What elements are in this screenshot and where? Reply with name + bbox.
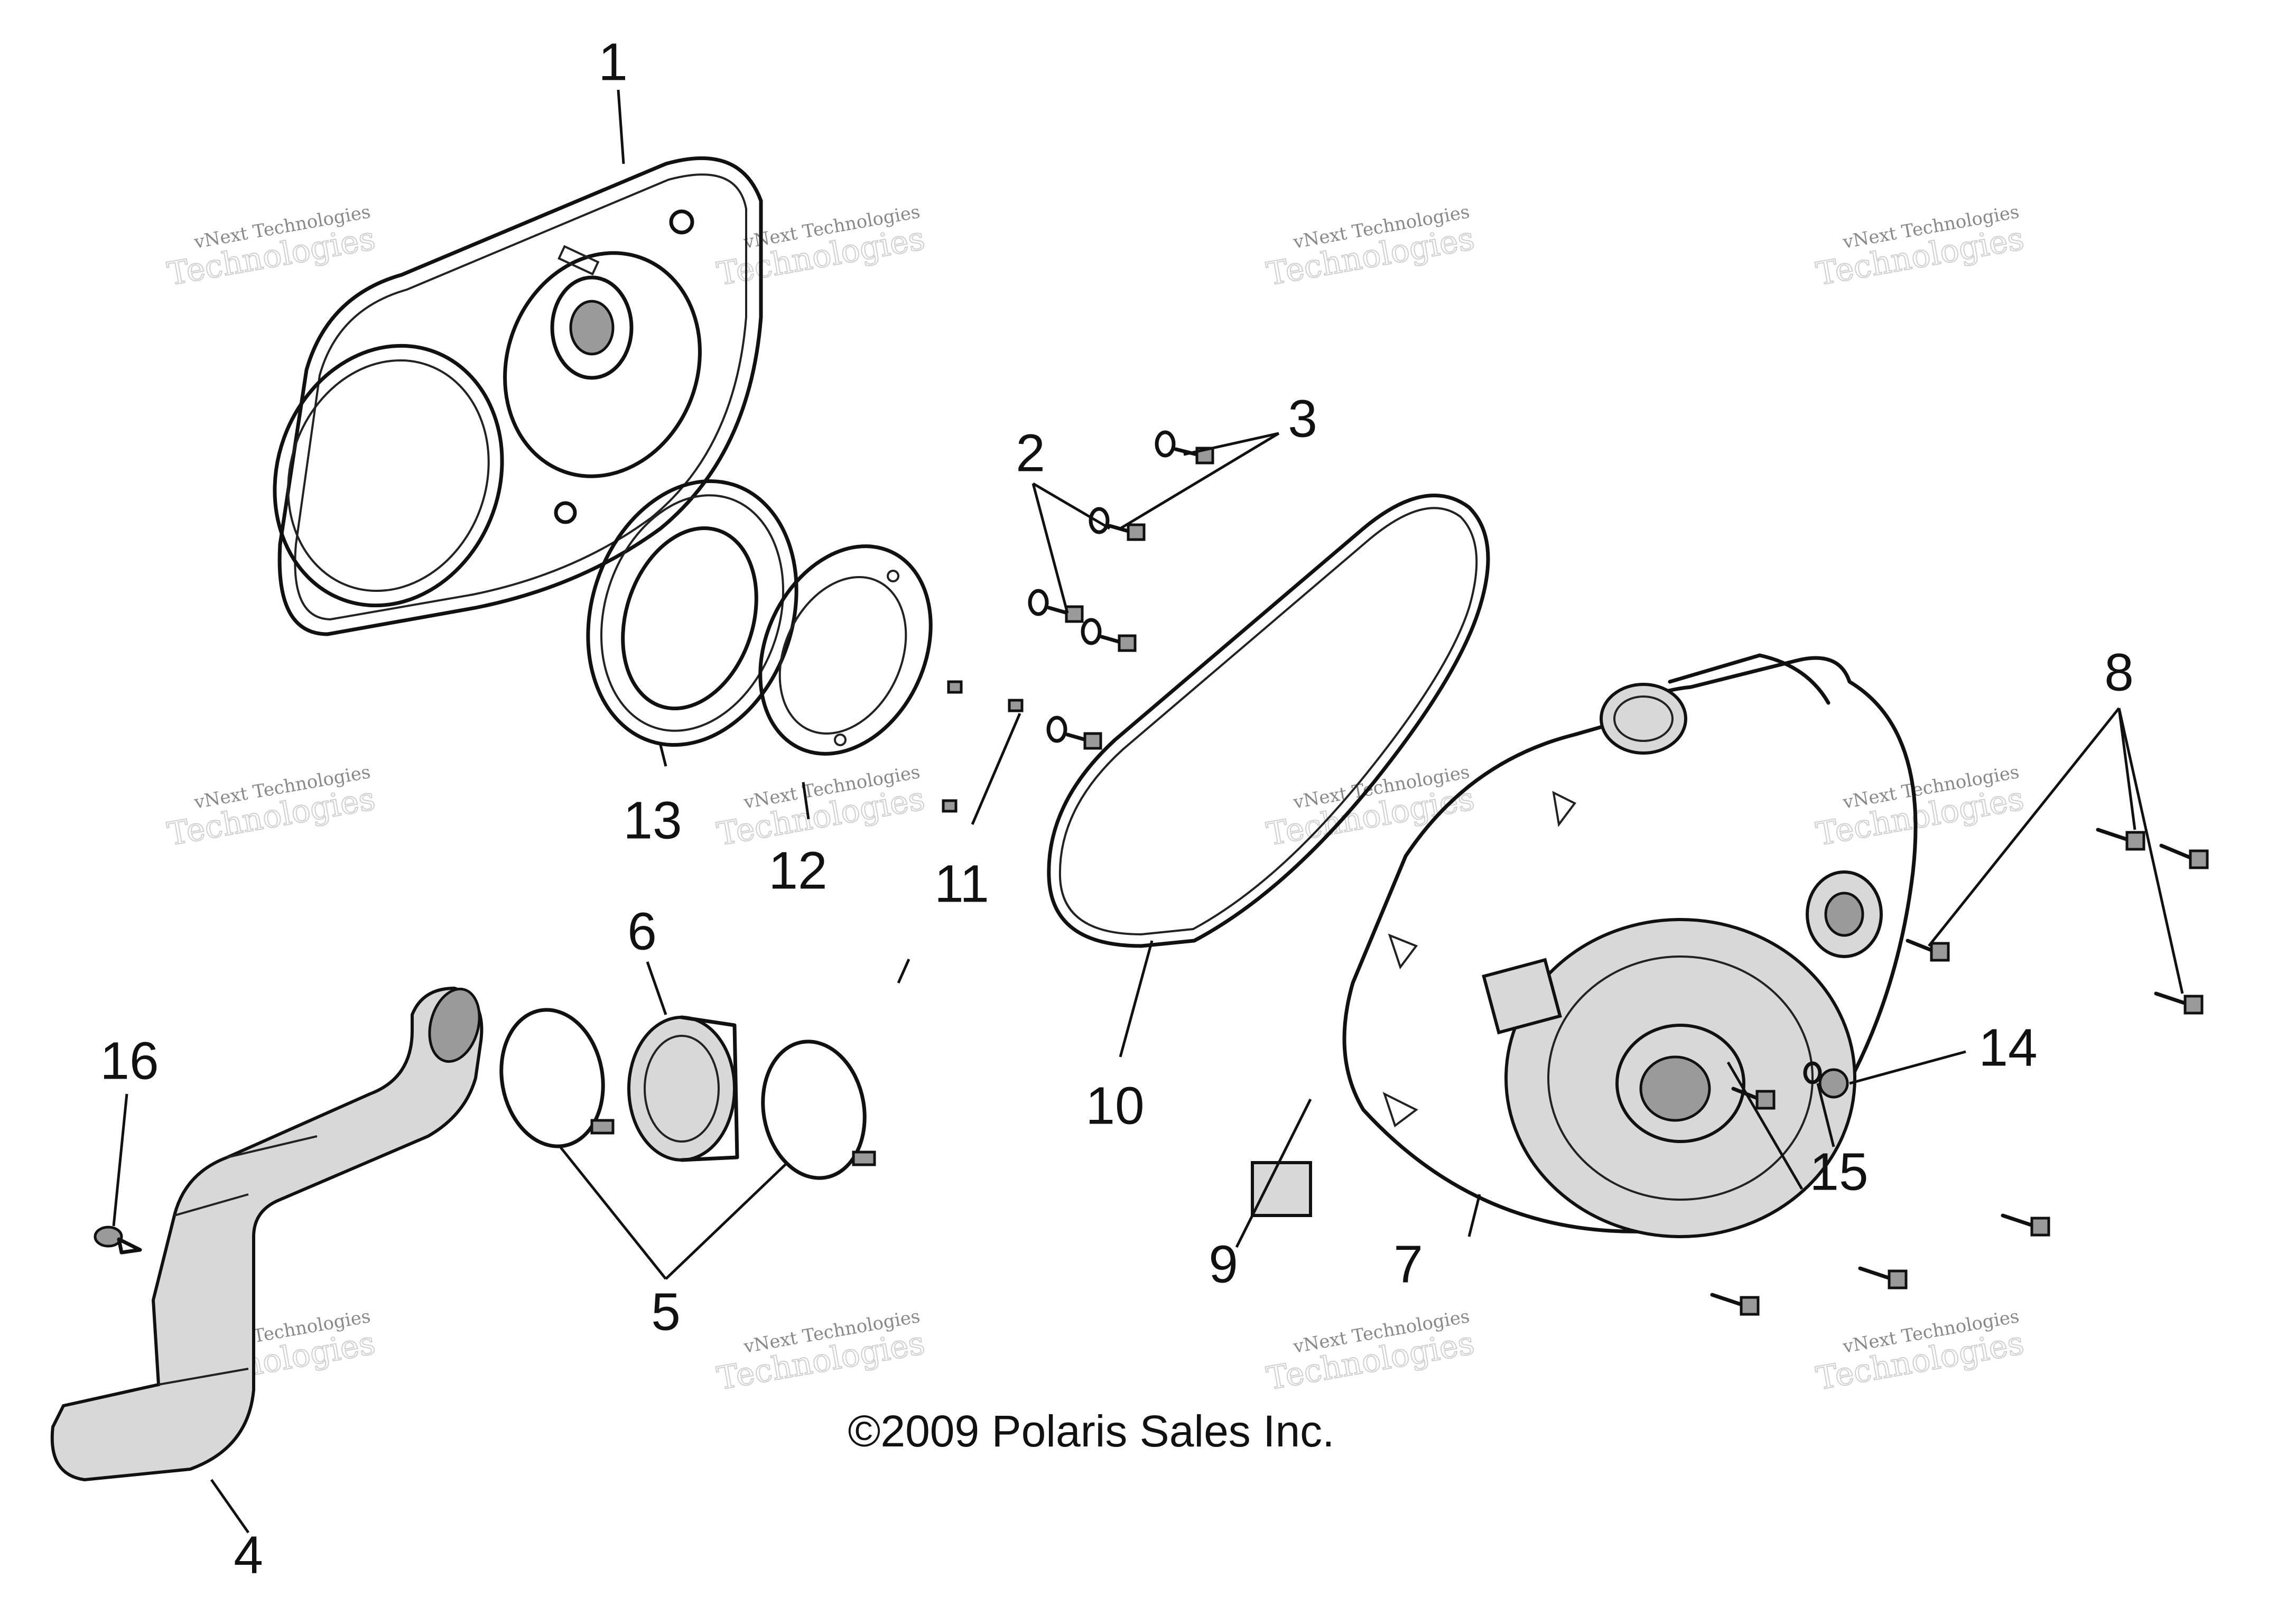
outer-clutch-cover bbox=[1342, 653, 1918, 1238]
air-duct bbox=[50, 986, 484, 1482]
clamp-icon bbox=[761, 1040, 867, 1180]
callout-13: 13 bbox=[623, 791, 682, 850]
callout-15: 15 bbox=[1809, 1142, 1868, 1201]
watermark-tile: Technologies vNext Technologies bbox=[164, 201, 378, 293]
push-rivet bbox=[94, 1226, 142, 1255]
bolt-icon bbox=[2001, 1213, 2050, 1237]
callout-16: 16 bbox=[100, 1031, 159, 1090]
screw-icon bbox=[1008, 699, 1024, 712]
callout-10: 10 bbox=[1085, 1076, 1144, 1135]
callout-2: 2 bbox=[1016, 423, 1045, 482]
bolt-icon bbox=[1047, 606, 1070, 615]
callout-3: 3 bbox=[1288, 389, 1317, 448]
bolt-icon bbox=[1710, 1293, 1760, 1316]
bolt-icon bbox=[2154, 991, 2204, 1015]
watermark-tile: Technologies vNext Technologies bbox=[1813, 201, 2027, 293]
bolt-icon bbox=[2159, 843, 2209, 869]
bolt-icon bbox=[1906, 939, 1950, 962]
bolts-and-washers bbox=[1028, 430, 1214, 750]
decal-area bbox=[1482, 958, 1562, 1035]
callout-9: 9 bbox=[1209, 1235, 1238, 1294]
watermark-tile: Technologies vNext Technologies bbox=[714, 762, 928, 853]
watermark-tile: Technologies vNext Technologies bbox=[714, 201, 928, 293]
callout-14: 14 bbox=[1978, 1018, 2037, 1077]
callouts: 1 2 3 4 5 6 7 8 9 10 11 12 13 14 15 16 bbox=[100, 32, 2133, 1584]
bolt-icon bbox=[2096, 828, 2145, 851]
leader-lines bbox=[210, 89, 2184, 1534]
leader-6 bbox=[646, 961, 667, 1015]
washer-icon bbox=[1046, 716, 1067, 743]
screw-icon bbox=[942, 799, 958, 813]
retainer-plate bbox=[758, 544, 933, 756]
nut-and-washer bbox=[1803, 1061, 1849, 1099]
leader-16 bbox=[112, 1093, 128, 1227]
callout-7: 7 bbox=[1393, 1235, 1423, 1294]
watermark-tile: Technologies vNext Technologies bbox=[1813, 1306, 2027, 1398]
coupler bbox=[627, 1015, 739, 1162]
leader-15 bbox=[1816, 1083, 1835, 1147]
washer-icon bbox=[1028, 589, 1049, 616]
washer-icon bbox=[1803, 1061, 1822, 1084]
callout-4: 4 bbox=[234, 1525, 263, 1584]
watermark-tile: Technologies vNext Technologies bbox=[1263, 201, 1477, 293]
decal bbox=[1251, 1161, 1312, 1217]
leader-14 bbox=[1849, 1050, 1966, 1085]
clamp-icon bbox=[499, 1008, 605, 1148]
washer-icon bbox=[1081, 618, 1102, 645]
washer-icon bbox=[1155, 430, 1176, 458]
watermark-tile: Technologies vNext Technologies bbox=[164, 762, 378, 853]
bolt-icon bbox=[1100, 635, 1122, 644]
washer-icon bbox=[1089, 507, 1110, 534]
drive-belt bbox=[1047, 494, 1490, 948]
bolt-icon bbox=[1065, 732, 1088, 742]
callout-1: 1 bbox=[598, 32, 628, 91]
watermark-tile: Technologies vNext Technologies bbox=[1813, 762, 2027, 853]
screw-icon bbox=[947, 680, 963, 694]
watermark-tile: Technologies vNext Technologies bbox=[1263, 1306, 1477, 1398]
rivet-icon bbox=[94, 1226, 123, 1248]
bolt-icon bbox=[1858, 1266, 1908, 1289]
callout-6: 6 bbox=[627, 902, 657, 961]
callout-8: 8 bbox=[2104, 643, 2134, 702]
callout-11: 11 bbox=[934, 854, 989, 913]
hose-clamps bbox=[499, 1008, 876, 1180]
nut-icon bbox=[1818, 1068, 1849, 1099]
bolt-icon bbox=[1108, 524, 1130, 533]
watermark-tile: Technologies vNext Technologies bbox=[714, 1306, 928, 1398]
inner-clutch-cover bbox=[273, 156, 763, 636]
copyright-text: ©2009 Polaris Sales Inc. bbox=[848, 1406, 1334, 1456]
cover-bolts bbox=[1710, 828, 2209, 1316]
small-screws bbox=[942, 680, 1024, 813]
callout-12: 12 bbox=[768, 841, 827, 900]
seal-ring bbox=[586, 479, 798, 747]
callout-5: 5 bbox=[651, 1282, 681, 1341]
